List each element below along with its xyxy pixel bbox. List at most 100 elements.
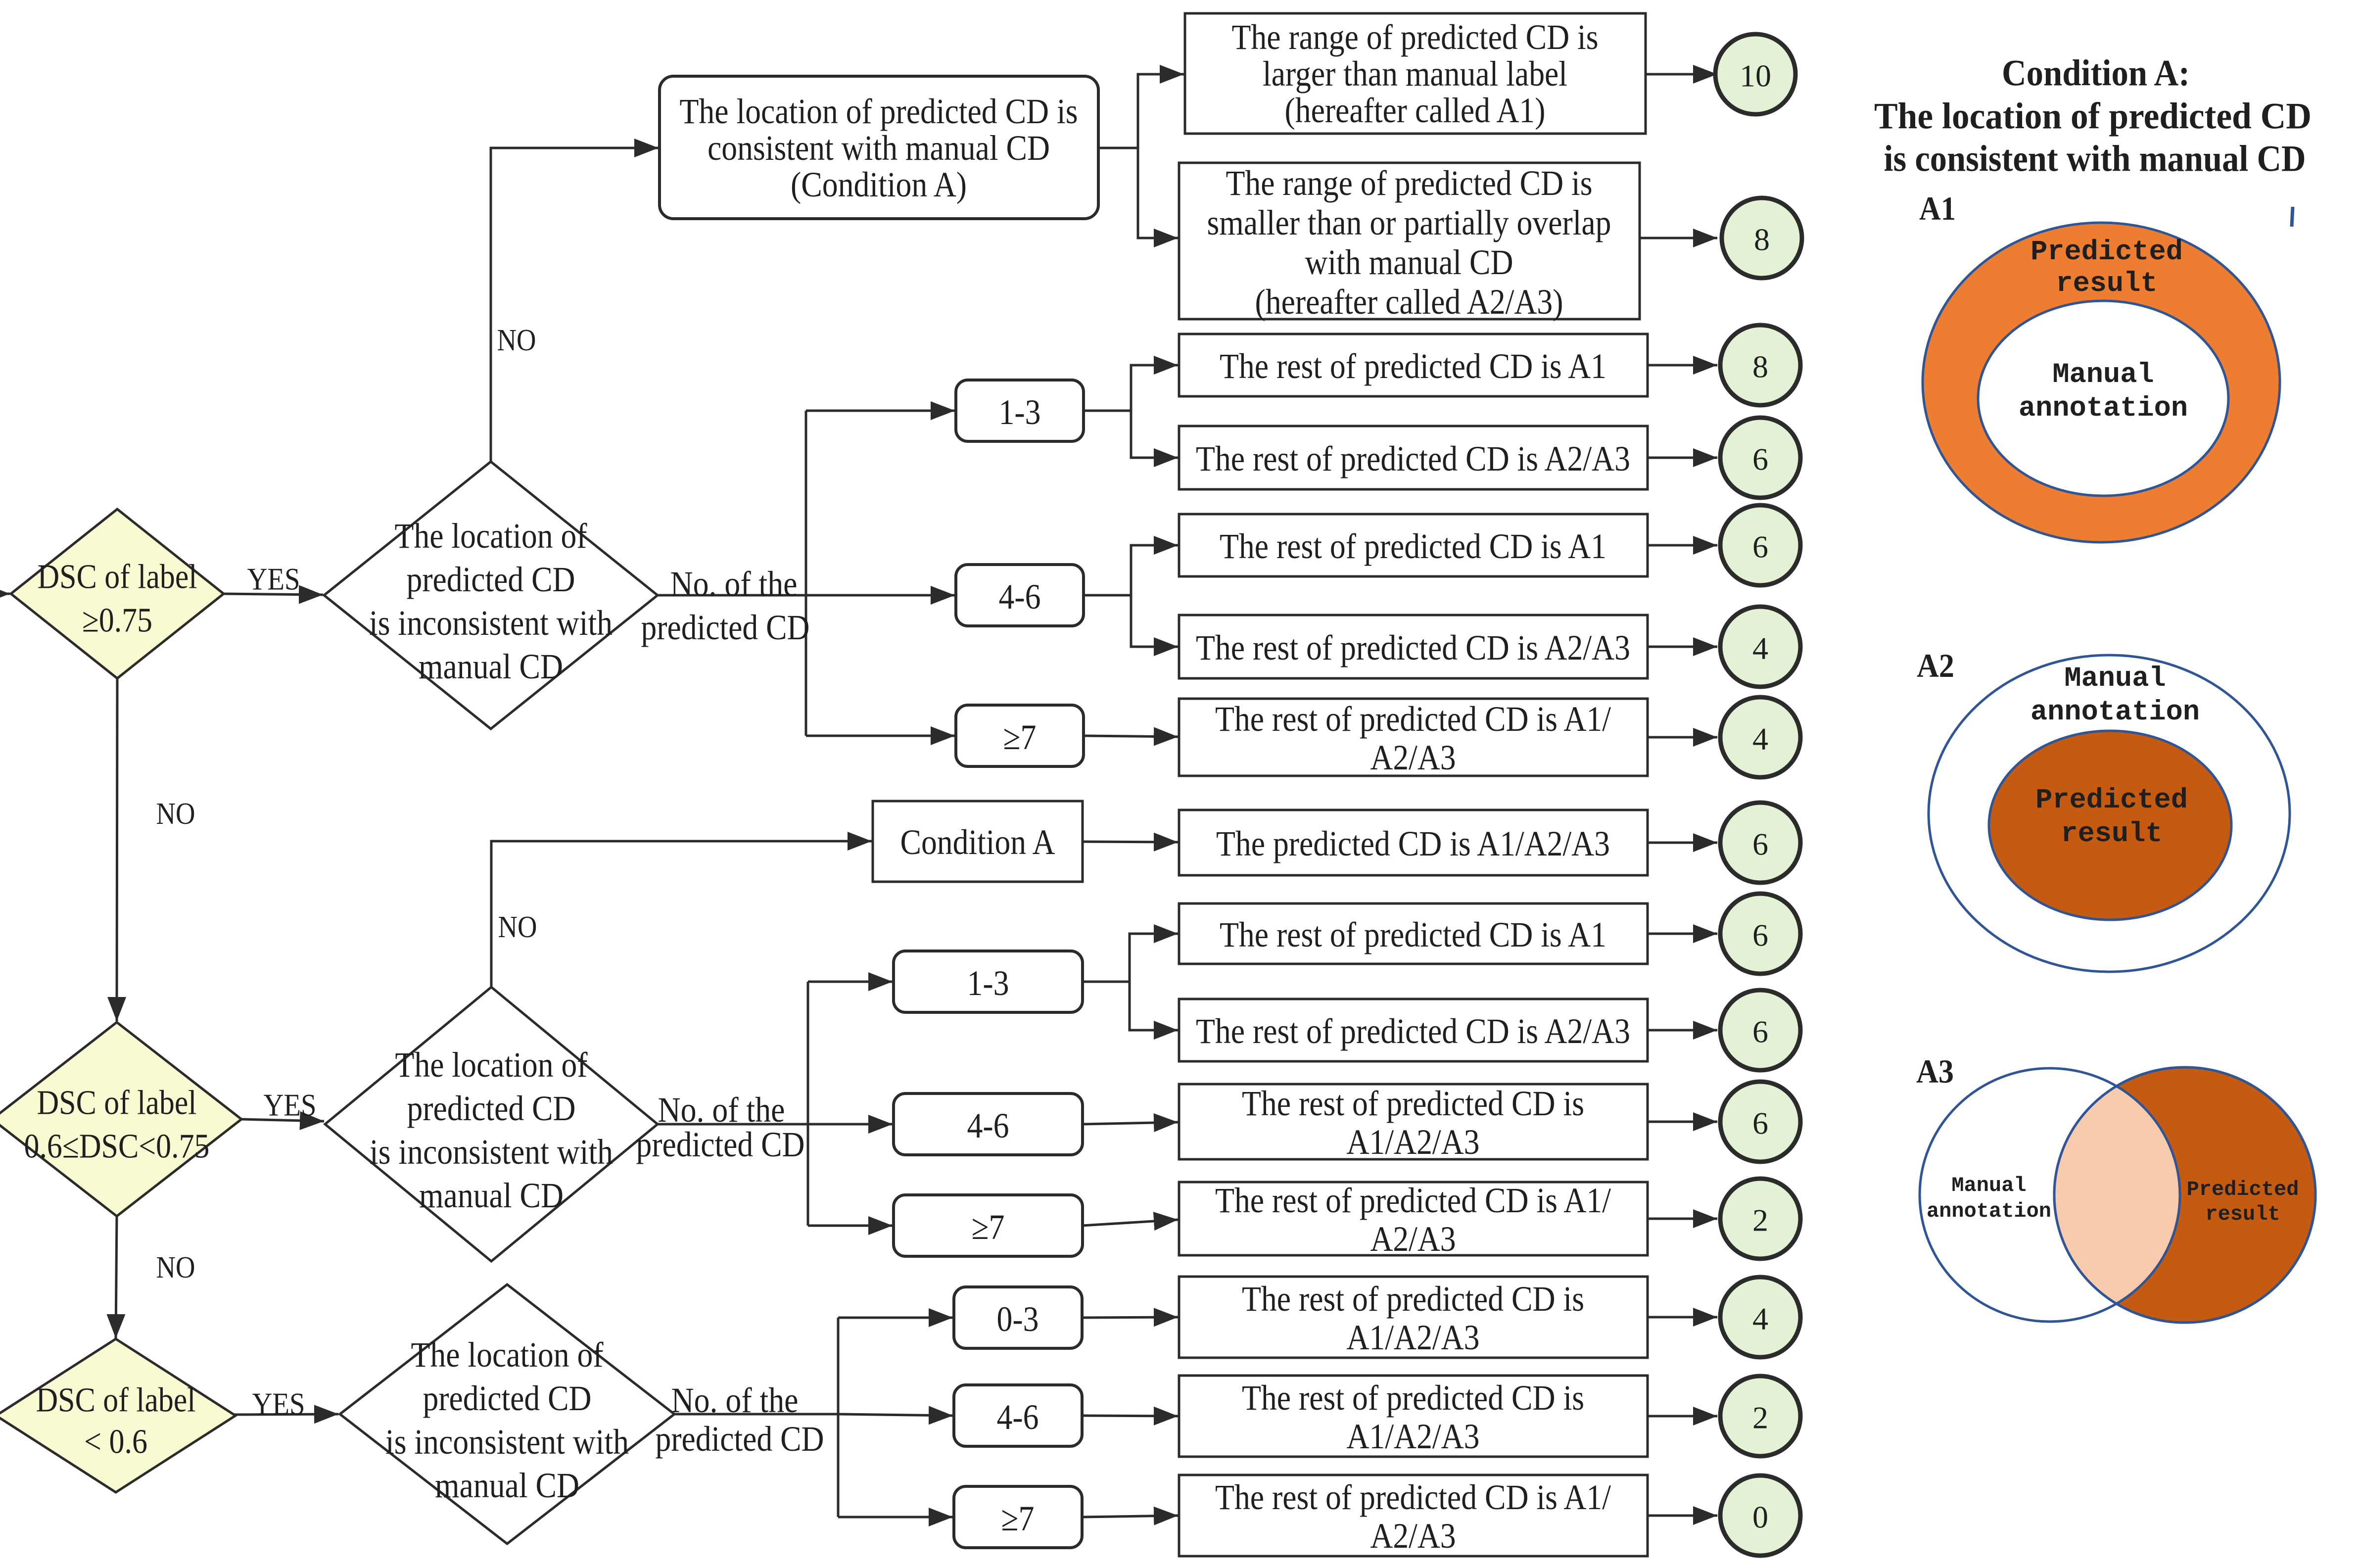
svg-text:6: 6: [1752, 827, 1768, 862]
svg-text:NO: NO: [156, 1251, 195, 1284]
svg-text:smaller than or partially ove: smaller than or partially overlap: [1207, 203, 1611, 242]
svg-text:4: 4: [1752, 721, 1768, 757]
svg-text:< 0.6: < 0.6: [84, 1423, 147, 1461]
svg-text:6: 6: [1752, 529, 1768, 565]
svg-text:A2/A3: A2/A3: [1370, 1219, 1456, 1259]
svg-text:The rest of predicted CD is A: The rest of predicted CD is A1/: [1215, 1477, 1611, 1517]
svg-text:8: 8: [1752, 349, 1768, 384]
svg-text:The location of predicted CD i: The location of predicted CD is: [680, 92, 1078, 131]
svg-text:Manual: Manual: [2064, 663, 2166, 695]
svg-text:YES: YES: [247, 562, 300, 597]
svg-text:0.6≤DSC<0.75: 0.6≤DSC<0.75: [24, 1128, 210, 1166]
svg-text:manual CD: manual CD: [419, 1176, 564, 1215]
svg-text:NO: NO: [497, 324, 536, 357]
svg-text:DSC of label: DSC of label: [37, 1084, 197, 1122]
svg-text:Predicted: Predicted: [2035, 785, 2188, 816]
svg-text:0-3: 0-3: [997, 1299, 1039, 1339]
svg-text:The rest of predicted CD is: The rest of predicted CD is: [1242, 1378, 1584, 1418]
svg-text:Condition A:: Condition A:: [2002, 53, 2190, 94]
svg-text:A2: A2: [1917, 647, 1954, 684]
svg-text:manual CD: manual CD: [435, 1466, 579, 1505]
svg-text:The location of: The location of: [395, 1045, 588, 1085]
svg-text:≥7: ≥7: [972, 1207, 1005, 1247]
svg-text:6: 6: [1752, 1014, 1768, 1049]
svg-text:8: 8: [1754, 222, 1770, 257]
svg-text:(hereafter called A1): (hereafter called A1): [1285, 91, 1546, 130]
svg-text:A1/A2/A3: A1/A2/A3: [1347, 1122, 1480, 1162]
svg-text:The range of predicted CD is: The range of predicted CD is: [1226, 163, 1593, 203]
svg-text:The location of: The location of: [411, 1335, 604, 1375]
svg-text:No. of the: No. of the: [670, 564, 798, 604]
svg-text:predicted CD: predicted CD: [407, 560, 575, 599]
svg-text:A1: A1: [1919, 190, 1956, 227]
svg-text:predicted CD: predicted CD: [656, 1419, 824, 1459]
svg-text:6: 6: [1752, 918, 1768, 953]
svg-text:The rest of predicted CD is A: The rest of predicted CD is A1/: [1215, 699, 1611, 739]
svg-text:The rest of predicted CD is A: The rest of predicted CD is A1: [1220, 526, 1606, 566]
svg-text:4-6: 4-6: [997, 1397, 1039, 1437]
svg-text:(Condition A): (Condition A): [791, 165, 967, 204]
svg-text:YES: YES: [252, 1386, 305, 1422]
svg-text:consistent with manual CD: consistent with manual CD: [708, 128, 1050, 168]
svg-text:is inconsistent with: is inconsistent with: [370, 1132, 613, 1172]
svg-text:10: 10: [1740, 58, 1771, 94]
svg-text:The rest of predicted CD is A: The rest of predicted CD is A2/A3: [1196, 628, 1630, 667]
svg-text:A1/A2/A3: A1/A2/A3: [1347, 1318, 1480, 1357]
svg-text:Predicted: Predicted: [2187, 1178, 2299, 1201]
svg-text:4-6: 4-6: [999, 577, 1041, 617]
svg-text:manual CD: manual CD: [419, 647, 563, 686]
svg-text:result: result: [2061, 818, 2162, 850]
svg-text:A1/A2/A3: A1/A2/A3: [1347, 1417, 1480, 1456]
svg-text:No. of the: No. of the: [671, 1380, 799, 1420]
svg-text:result: result: [2056, 268, 2157, 300]
svg-text:A3: A3: [1916, 1052, 1954, 1090]
svg-text:is consistent with manual CD: is consistent with manual CD: [1884, 139, 2306, 180]
svg-text:4: 4: [1752, 1301, 1768, 1336]
svg-text:≥7: ≥7: [1003, 717, 1037, 757]
svg-text:annotation: annotation: [1927, 1199, 2051, 1223]
svg-text:The location of predicted CD: The location of predicted CD: [1874, 96, 2312, 137]
svg-text:4: 4: [1752, 631, 1768, 666]
svg-text:The predicted CD is A1/A2/A3: The predicted CD is A1/A2/A3: [1216, 824, 1610, 863]
svg-text:≥7: ≥7: [1001, 1499, 1035, 1538]
svg-text:2: 2: [1752, 1400, 1768, 1435]
svg-text:is inconsistent with: is inconsistent with: [369, 603, 613, 643]
svg-text:predicted CD: predicted CD: [407, 1089, 576, 1128]
svg-text:6: 6: [1752, 1106, 1768, 1141]
svg-text:with manual CD: with manual CD: [1305, 242, 1513, 282]
svg-text:No. of the: No. of the: [658, 1090, 785, 1130]
svg-text:2: 2: [1752, 1203, 1768, 1238]
svg-text:predicted CD: predicted CD: [423, 1378, 592, 1418]
svg-text:A2/A3: A2/A3: [1370, 738, 1456, 777]
svg-text:Condition A: Condition A: [900, 822, 1055, 862]
svg-text:larger than manual label: larger than manual label: [1263, 54, 1567, 94]
svg-text:The rest of predicted CD is A: The rest of predicted CD is A2/A3: [1196, 1011, 1630, 1051]
svg-text:The rest of predicted CD is A: The rest of predicted CD is A1: [1220, 915, 1606, 954]
svg-text:1-3: 1-3: [967, 963, 1009, 1003]
svg-text:result: result: [2205, 1202, 2280, 1226]
svg-text:is inconsistent with: is inconsistent with: [385, 1422, 629, 1462]
svg-text:annotation: annotation: [2019, 393, 2188, 425]
svg-text:≥0.75: ≥0.75: [82, 602, 152, 640]
svg-text:0: 0: [1752, 1500, 1768, 1535]
svg-text:YES: YES: [264, 1088, 317, 1123]
svg-text:The rest of predicted CD is A: The rest of predicted CD is A2/A3: [1196, 439, 1630, 478]
svg-text:predicted CD: predicted CD: [636, 1125, 805, 1164]
svg-text:4-6: 4-6: [967, 1106, 1009, 1145]
svg-text:Predicted: Predicted: [2030, 237, 2183, 268]
svg-text:6: 6: [1752, 442, 1768, 477]
svg-text:The rest of predicted CD is: The rest of predicted CD is: [1242, 1084, 1584, 1123]
svg-text:(hereafter called A2/A3): (hereafter called A2/A3): [1255, 282, 1563, 322]
svg-text:Manual: Manual: [2052, 359, 2154, 391]
svg-text:The location of: The location of: [395, 516, 587, 556]
svg-text:annotation: annotation: [2030, 697, 2200, 728]
svg-text:A2/A3: A2/A3: [1370, 1516, 1456, 1556]
svg-text:NO: NO: [498, 910, 537, 944]
svg-text:The rest of predicted CD is A: The rest of predicted CD is A1: [1220, 346, 1606, 386]
svg-text:1-3: 1-3: [999, 392, 1041, 432]
svg-text:DSC of label: DSC of label: [38, 558, 197, 596]
svg-text:The range of predicted CD is: The range of predicted CD is: [1232, 17, 1599, 57]
svg-text:predicted CD: predicted CD: [641, 608, 810, 647]
svg-text:The rest of predicted CD is: The rest of predicted CD is: [1242, 1279, 1584, 1319]
svg-text:The rest of predicted CD is A: The rest of predicted CD is A1/: [1215, 1181, 1611, 1220]
